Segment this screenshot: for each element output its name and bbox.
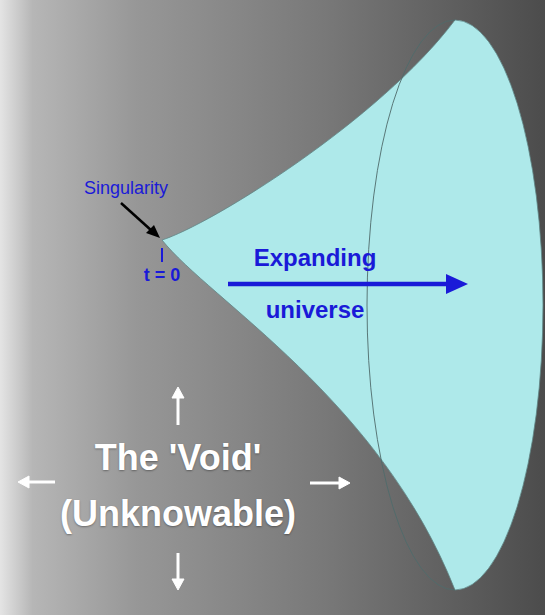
- left-arrow-head: [18, 476, 29, 488]
- universe-label: Expanding universe: [235, 232, 395, 336]
- expansion-arrow-head: [446, 274, 468, 294]
- down-arrow: [177, 553, 180, 581]
- universe-rim: [367, 20, 455, 590]
- pointer-head: [146, 225, 160, 238]
- singularity-label: Singularity: [84, 177, 194, 199]
- up-arrow: [177, 396, 180, 425]
- left-arrow: [27, 481, 55, 484]
- right-arrow: [310, 482, 341, 485]
- pointer-line: [121, 203, 152, 231]
- void-arrows: [18, 387, 350, 590]
- down-arrow-head: [172, 579, 184, 590]
- time-tick: [161, 248, 163, 262]
- right-arrow-head: [339, 477, 350, 489]
- time-label: t = 0: [112, 264, 212, 286]
- expansion-arrow: [228, 282, 450, 287]
- void-label: The 'Void' (Unknowable): [28, 430, 328, 542]
- up-arrow-head: [172, 387, 184, 398]
